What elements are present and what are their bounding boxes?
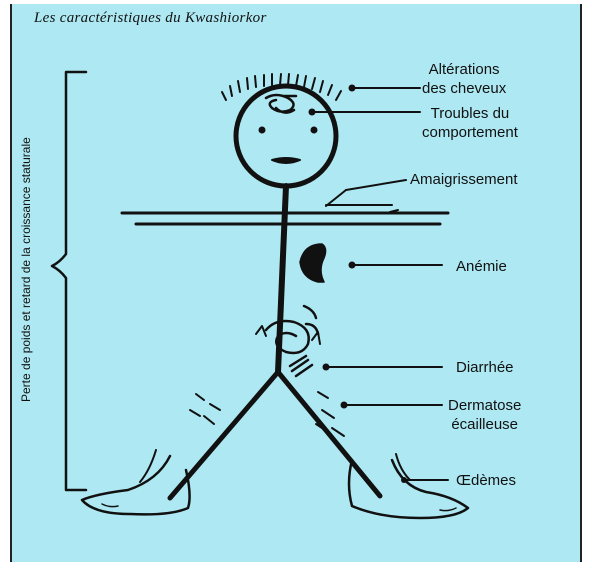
- behavior-label-line-2: comportement: [422, 123, 518, 142]
- right-leg: [278, 372, 380, 496]
- hair-label-line-2: des cheveux: [422, 79, 506, 98]
- dermatosis-label-line-1: Dermatose: [448, 396, 521, 415]
- head: [236, 86, 336, 186]
- diarrhea-marks: [290, 356, 312, 376]
- behavior-label-line-1: Troubles du: [422, 104, 518, 123]
- edema-lines: [140, 450, 410, 482]
- left-eye: [259, 127, 266, 134]
- diagram-title: Les caractéristiques du Kwashiorkor: [34, 10, 267, 27]
- right-eye: [311, 127, 318, 134]
- dermatosis-marks: [190, 392, 344, 436]
- growth-label: Perte de poids et retard de la croissanc…: [19, 142, 33, 402]
- anemia-heart: [300, 244, 326, 282]
- dermatosis-label: Dermatose écailleuse: [448, 396, 521, 434]
- edema-label: Œdèmes: [456, 471, 516, 490]
- mouth: [272, 158, 300, 163]
- hair-label: Altérations des cheveux: [422, 60, 506, 98]
- weight-loss-label: Amaigrissement: [410, 170, 518, 189]
- growth-bracket: [52, 72, 86, 490]
- left-foot: [82, 456, 190, 514]
- anemia-label: Anémie: [456, 257, 507, 276]
- abdomen-swirl: [266, 321, 309, 353]
- dermatosis-label-line-2: écailleuse: [448, 415, 521, 434]
- weight-loss-pointer: [346, 180, 406, 190]
- behavior-label: Troubles du comportement: [422, 104, 518, 142]
- hair-label-line-1: Altérations: [422, 60, 506, 79]
- diarrhea-label: Diarrhée: [456, 358, 514, 377]
- right-foot: [349, 460, 468, 518]
- left-leg: [170, 372, 278, 498]
